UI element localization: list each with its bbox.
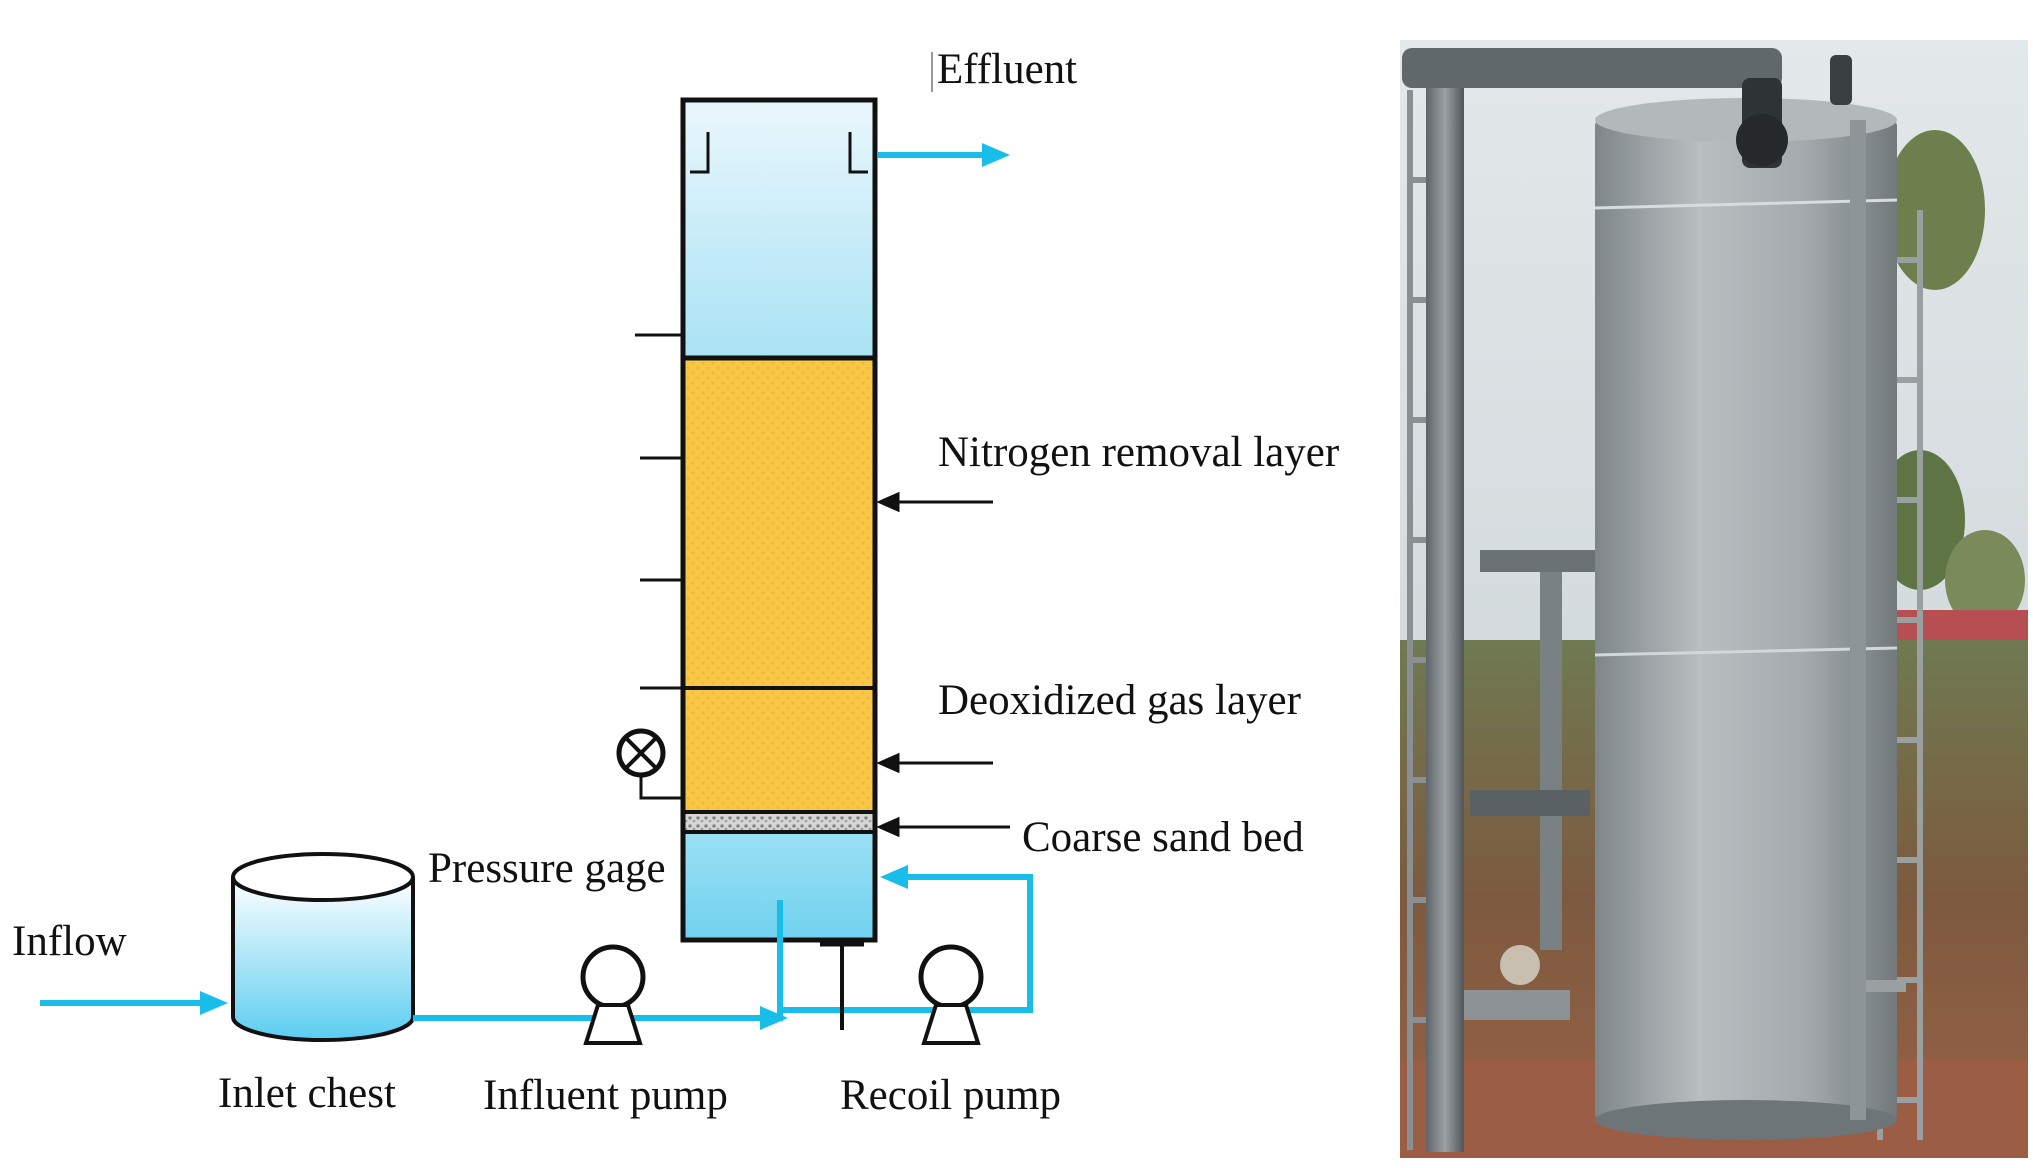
- layer-pointer-arrows: [876, 491, 1010, 838]
- effluent-arrow: [878, 143, 1010, 167]
- left-weir: [690, 132, 710, 174]
- deoxidized-gas-media: [683, 688, 875, 812]
- vertical-pipe: [1426, 62, 1464, 1152]
- recirculation-arrow: [880, 865, 908, 889]
- reactor-schematic: Effluent Nitrogen removal layer Deoxidiz…: [12, 46, 1339, 1119]
- horizontal-pipe: [1402, 48, 1782, 88]
- pressure-gage-label: Pressure gage: [428, 845, 666, 892]
- recoil-pump-label: Recoil pump: [840, 1072, 1061, 1119]
- right-weir: [848, 132, 868, 174]
- effluent-label: Effluent: [937, 46, 1077, 93]
- feed-arrow: [760, 1006, 788, 1030]
- inflow-arrow: [40, 991, 228, 1015]
- pump-icon: [918, 944, 984, 1045]
- pump-icon: [580, 944, 646, 1045]
- recirculation-line: [780, 874, 1033, 1013]
- pressure-gauge-icon: [616, 728, 683, 800]
- nitrogen-removal-layer-label: Nitrogen removal layer: [938, 429, 1339, 476]
- deoxidized-gas-layer-label: Deoxidized gas layer: [938, 677, 1301, 724]
- inflow-label: Inflow: [12, 918, 127, 965]
- influent-pump-label: Influent pump: [483, 1072, 728, 1119]
- nitrogen-removal-media: [683, 358, 875, 688]
- top-water-zone: [683, 100, 875, 358]
- reactor-photo: [1400, 40, 2028, 1158]
- inlet-chest: [231, 852, 415, 1042]
- coarse-sand-bed-label: Coarse sand bed: [1022, 814, 1304, 861]
- inlet-chest-label: Inlet chest: [218, 1070, 396, 1117]
- coarse-sand-bed: [683, 812, 875, 832]
- tree: [1885, 130, 1985, 290]
